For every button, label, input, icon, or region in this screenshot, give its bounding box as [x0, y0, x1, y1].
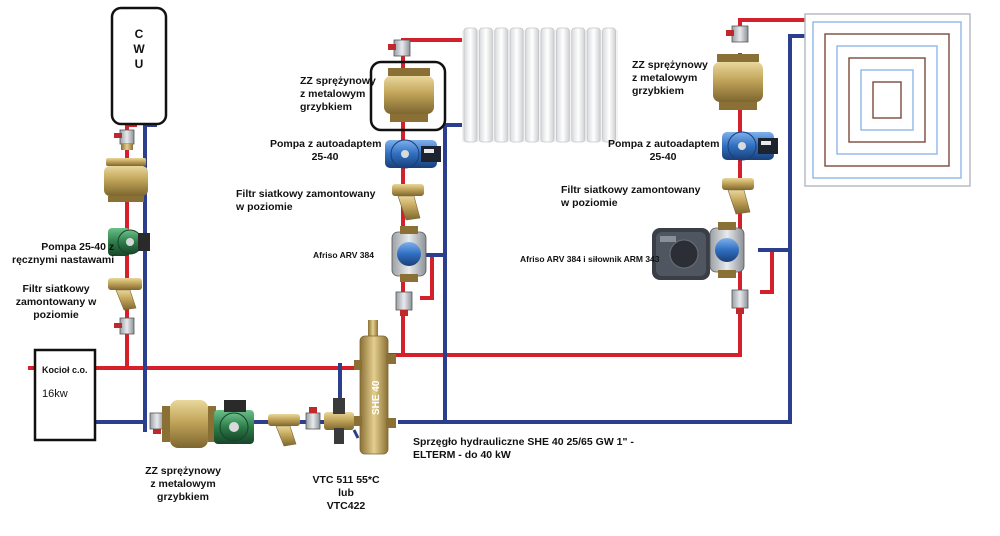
strainer-right [722, 178, 754, 215]
radiator [462, 27, 618, 143]
ball-valve-bottom-left [149, 412, 165, 434]
check-valve-bottom [162, 400, 216, 448]
radiator-fin [586, 27, 601, 143]
boiler-power: 16kw [42, 388, 68, 400]
highlight-frame-mid [369, 60, 447, 132]
radiator-fin [509, 27, 524, 143]
heating-loop-ring [824, 33, 950, 167]
radiator-fin [525, 27, 539, 143]
right-filter-label: Filtr siatkowy zamontowany w poziomie [561, 184, 701, 209]
strainer-mid [392, 184, 424, 221]
separator-label: Sprzęgło hydrauliczne SHE 40 25/65 GW 1"… [413, 436, 634, 461]
cwu-letter-c: C [135, 27, 144, 41]
cwu-letter-u: U [135, 57, 144, 71]
radiator-fin [556, 27, 570, 143]
mid-pump-label: Pompa z autoadaptem 25-40 [270, 138, 382, 163]
right-pump-label: Pompa z autoadaptem 25-40 [608, 138, 720, 163]
ball-valve-right-bottom [731, 289, 749, 314]
ball-valve-right-top [726, 25, 749, 43]
ball-valve-mid-top [388, 39, 411, 57]
check-valve-right [713, 54, 763, 110]
radiator-fin [571, 27, 586, 143]
heating-loop-ring [812, 21, 962, 179]
left-pump-label: Pompa 25-40 z ręcznymi nastawami [12, 241, 115, 266]
radiator-fin [463, 27, 478, 143]
mid-mixer-label: Afriso ARV 384 [313, 250, 374, 260]
pump-bottom [214, 400, 254, 444]
right-check-valve-label: ZZ sprężynowy z metalowym grzybkiem [632, 59, 708, 97]
radiator-fin [602, 27, 617, 143]
ball-valve-bottom-right [305, 407, 321, 430]
underfloor-heating-loop [804, 13, 971, 187]
pump-left [108, 228, 150, 256]
mixing-valve-mid [391, 226, 427, 282]
heating-loop-ring [860, 69, 914, 131]
radiator-fin [540, 27, 555, 143]
mid-check-valve-label: ZZ sprężynowy z metalowym grzybkiem [300, 75, 376, 113]
radiator-fin [478, 27, 493, 143]
separator-tag: SHE 40 [371, 380, 382, 415]
vtc-label: VTC 511 55*C lub VTC422 [312, 474, 380, 512]
heating-loop-ring [872, 81, 902, 119]
ball-valve-left-bottom [114, 317, 135, 335]
pump-mid [385, 139, 441, 169]
radiator-fin [494, 27, 509, 143]
pump-right [722, 131, 778, 161]
cwu-tank: C W U [110, 6, 168, 126]
check-valve-mid [384, 68, 434, 122]
strainer-left [108, 278, 142, 311]
check-valve-left [104, 158, 148, 202]
thermostatic-valve-vtc [324, 398, 360, 444]
mixing-valve-right [709, 222, 745, 278]
boiler [33, 348, 97, 442]
mid-filter-label: Filtr siatkowy zamontowany w poziomie [236, 188, 376, 213]
heating-loop-ring [848, 57, 926, 143]
ball-valve-left-top [114, 129, 135, 150]
cwu-letter-w: W [133, 42, 145, 56]
actuator-arm343 [652, 228, 710, 280]
boiler-title: Kocioł c.o. [42, 365, 88, 375]
ball-valve-mid-bottom [395, 291, 413, 316]
left-filter-label: Filtr siatkowy zamontowany w poziomie [15, 283, 97, 321]
strainer-bottom [268, 414, 300, 447]
bottom-check-valve-label: ZZ sprężynowy z metalowym grzybkiem [145, 465, 221, 503]
hydraulic-separator: SHE 40 [354, 320, 396, 455]
heating-loop-ring [836, 45, 938, 155]
right-mixer-label: Afriso ARV 384 i siłownik ARM 343 [520, 254, 660, 264]
